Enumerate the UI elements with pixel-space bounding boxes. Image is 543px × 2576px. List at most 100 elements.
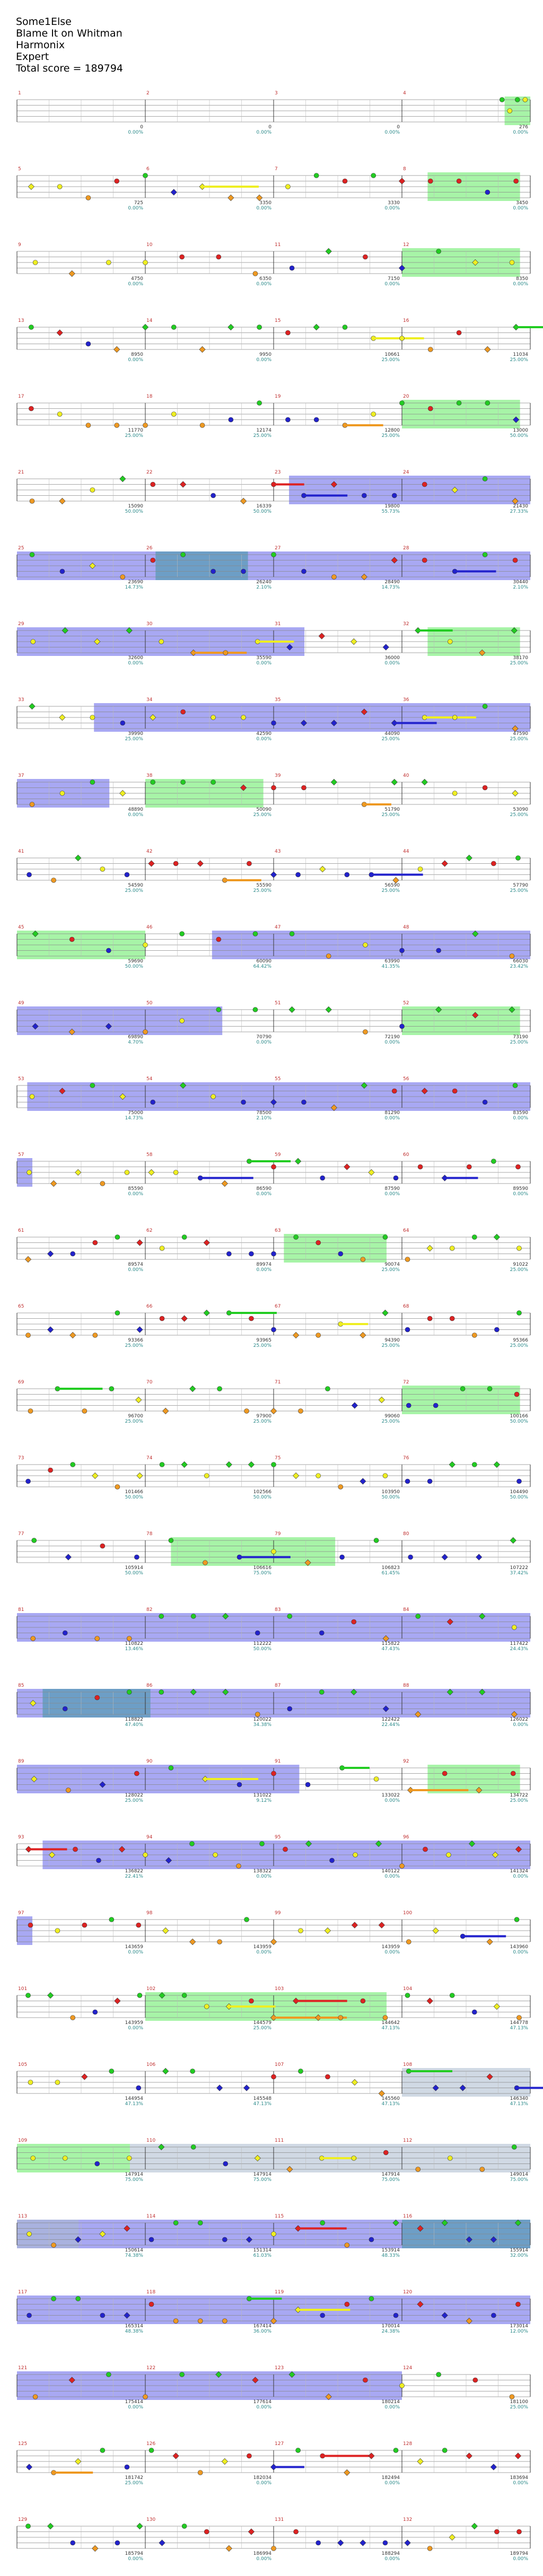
measure-percent: 25.00%	[510, 1040, 529, 1045]
note-gem	[222, 2318, 227, 2324]
measure-number: 50	[146, 1001, 153, 1006]
measure-score: 100166	[510, 1414, 529, 1419]
note-gem	[422, 557, 427, 563]
hopo-note	[170, 189, 177, 196]
measure-percent: 24.38%	[382, 2329, 400, 2334]
sustain-tail	[257, 641, 294, 643]
measure-percent: 25.00%	[510, 1798, 529, 1803]
hopo-note	[293, 1331, 300, 1339]
note-gem	[100, 1181, 106, 1186]
hopo-note	[256, 194, 263, 201]
hopo-note	[514, 2219, 522, 2227]
measure-score: 90074	[384, 1262, 400, 1267]
note-gem	[85, 341, 91, 347]
note-gem	[320, 2312, 325, 2318]
measure-percent: 0.00%	[513, 1116, 528, 1121]
measure-number: 3	[275, 91, 278, 96]
note-gem	[342, 325, 348, 330]
note-gem	[405, 1478, 410, 1484]
measure-score: 101466	[125, 1489, 144, 1495]
note-gem	[109, 1386, 115, 1391]
note-gem	[244, 1917, 249, 1922]
note-gem	[287, 1706, 293, 1712]
note-gem	[391, 493, 397, 498]
note-gem	[516, 2529, 522, 2535]
hopo-note	[119, 790, 126, 797]
measure-percent: 25.00%	[253, 2026, 272, 2031]
measure-number: 88	[403, 1683, 409, 1688]
hopo-note	[181, 1461, 188, 1468]
hopo-note	[441, 860, 448, 867]
measure-score: 47590	[513, 731, 528, 737]
measure-score: 133022	[382, 1793, 400, 1798]
measure-percent: 25.00%	[382, 812, 400, 818]
note-gem	[331, 574, 337, 580]
measure-percent: 0.00%	[128, 1950, 143, 1955]
hopo-note	[59, 714, 66, 721]
note-gem	[90, 1083, 95, 1088]
hopo-note	[368, 2452, 375, 2459]
measure-percent: 47.13%	[510, 2026, 529, 2031]
measure-percent: 25.00%	[510, 1343, 529, 1348]
measure-score: 134722	[510, 1793, 528, 1798]
measure-score: 186994	[253, 2551, 272, 2556]
measure-number: 37	[18, 773, 24, 778]
hopo-note	[479, 1688, 486, 1696]
note-gem	[472, 2377, 478, 2383]
measure-number: 39	[275, 773, 281, 778]
measure-number: 93	[18, 1835, 24, 1840]
measure-percent: 0.00%	[256, 1874, 272, 1879]
measure-score: 10661	[384, 352, 400, 357]
measure-percent: 0.00%	[384, 1191, 400, 1197]
sustain-tail	[340, 1323, 369, 1325]
note-gem	[85, 195, 91, 200]
note-gem	[204, 2529, 209, 2535]
hopo-note	[126, 627, 133, 634]
measure-number: 98	[146, 1911, 153, 1916]
measure-number: 122	[146, 2365, 155, 2371]
note-gem	[289, 265, 295, 271]
measure-score: 189794	[510, 2551, 529, 2556]
measure-percent: 50.00%	[510, 1419, 529, 1424]
hopo-note	[511, 627, 518, 634]
measure-percent: 47.13%	[510, 2101, 529, 2107]
measure-percent: 2.10%	[256, 585, 272, 590]
hopo-note	[398, 178, 406, 185]
hopo-note	[449, 2534, 456, 2541]
note-gem	[382, 1473, 388, 1478]
hopo-note	[286, 644, 293, 651]
measure-score: 3450	[516, 200, 528, 206]
measure-score: 0	[397, 125, 400, 130]
measure-score: 118822	[125, 1717, 143, 1722]
sustain-tail	[239, 1556, 291, 1558]
hopo-note	[382, 1635, 389, 1642]
note-gem	[143, 1852, 148, 1857]
note-gem	[427, 1478, 433, 1484]
hopo-note	[351, 1688, 357, 1696]
measure-score: 115822	[382, 1641, 400, 1646]
measure-percent: 0.00%	[384, 130, 400, 135]
note-gem	[57, 184, 63, 189]
measure-number: 58	[146, 1152, 153, 1158]
note-gem	[179, 1018, 185, 1023]
measure-score: 16339	[256, 504, 272, 509]
measure-percent: 0.00%	[256, 130, 272, 135]
hopo-note	[252, 2377, 259, 2384]
measure-percent: 0.00%	[384, 661, 400, 666]
note-gem	[25, 2524, 31, 2529]
measure-score: 87590	[384, 1186, 400, 1191]
measure-score: 81290	[384, 1110, 400, 1116]
measure-score: 117422	[510, 1641, 528, 1646]
hopo-note	[32, 1023, 39, 1030]
note-gem	[283, 1846, 288, 1852]
note-gem	[199, 423, 205, 428]
hopo-note	[222, 1688, 229, 1696]
note-gem	[369, 2237, 374, 2242]
measure-percent: 0.00%	[513, 282, 528, 287]
hopo-note	[325, 2393, 332, 2400]
sustain-tail	[200, 1177, 253, 1179]
note-gem	[271, 552, 276, 557]
measure-score: 110822	[125, 1641, 143, 1646]
note-gem	[30, 639, 36, 644]
measure-score: 53090	[513, 807, 528, 812]
